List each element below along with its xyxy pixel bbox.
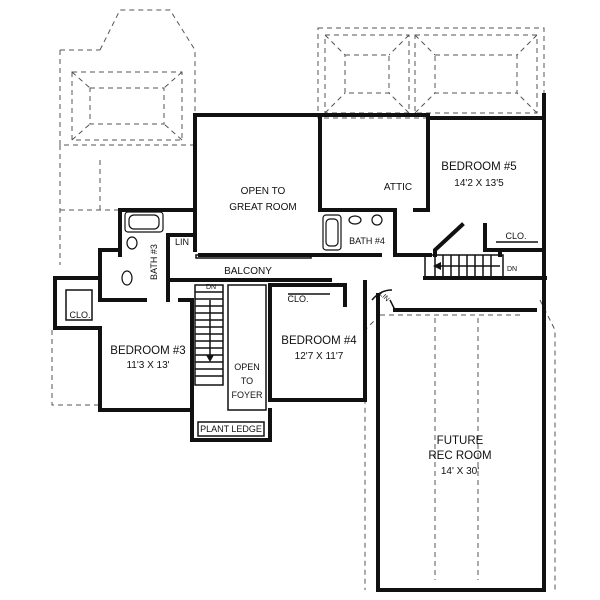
attic-right-wall <box>413 113 430 212</box>
rec-ridge-lines <box>434 318 479 580</box>
bedroom5-closet-label: CLO. <box>505 231 526 241</box>
lin-door-swing <box>371 289 393 301</box>
right-hip-a <box>324 34 410 114</box>
right-hip-b-lines <box>414 34 538 114</box>
foyer-stair <box>194 284 224 386</box>
open-foyer-line3: FOYER <box>231 390 263 400</box>
left-hip-lines <box>71 71 183 141</box>
bedroom4-label: BEDROOM #4 <box>281 335 357 347</box>
right-roof-outline <box>317 27 545 119</box>
plant-ledge-wall <box>190 408 272 442</box>
bedroom3-closet-rod <box>65 289 93 321</box>
details <box>65 241 538 437</box>
bath3-sink <box>121 270 133 286</box>
bath4-walls <box>318 208 397 257</box>
bath4-toilet <box>371 214 383 226</box>
right-hip-b <box>414 34 538 114</box>
left-bottom-outline <box>51 330 98 406</box>
left-hip-inner <box>89 87 165 125</box>
stair-top-angle <box>433 222 465 257</box>
rec-room-line1: FUTURE <box>437 435 484 447</box>
left-roof-lower <box>59 50 195 146</box>
bedroom4-dims: 12'7 X 11'7 <box>295 351 344 362</box>
rear-stair-dn-label: DN <box>507 266 517 273</box>
plant-ledge-box <box>197 421 265 437</box>
open-foyer-line2: TO <box>241 376 253 386</box>
bedroom3-closet-outline <box>53 276 102 330</box>
right-hip-a-inner <box>344 54 390 94</box>
lin-label: LIN <box>175 237 189 247</box>
bath3-toilet <box>126 236 138 250</box>
attic-label: ATTIC <box>384 182 412 193</box>
rear-stair-arrow-head <box>433 262 441 270</box>
foyer-stair-outline <box>194 284 224 386</box>
balcony-rail <box>195 254 312 259</box>
bedroom4-closet-label: CLO. <box>287 294 308 304</box>
bath4-tub-inner <box>325 218 339 247</box>
left-roof-outline <box>99 9 196 115</box>
bedroom4-top-wall <box>268 283 347 307</box>
open-great-room-line1: OPEN TO <box>241 186 286 197</box>
bedroom3-dims: 11'3 X 13' <box>126 360 169 371</box>
bedroom3-left-bottom <box>98 326 194 412</box>
rec-room-line2: REC ROOM <box>428 450 491 462</box>
foyer-stair-treads <box>195 291 223 377</box>
bath3-label: BATH #3 <box>149 244 159 280</box>
bedroom4-left-bottom <box>268 283 367 402</box>
bedroom3-right-wall <box>178 298 194 412</box>
rec-door-jamb <box>389 299 396 311</box>
bedroom3-label: BEDROOM #3 <box>110 345 185 357</box>
rec-room-dims: 14' X 30' <box>441 466 479 477</box>
walls <box>53 93 547 592</box>
rear-stair-outline <box>424 254 504 279</box>
labels: BEDROOM #5 14'2 X 13'5 BEDROOM #3 11'3 X… <box>69 161 526 477</box>
bedroom5-dims: 14'2 X 13'5 <box>454 178 504 189</box>
fixtures <box>121 211 383 286</box>
stair-arrow-head <box>206 355 214 362</box>
bath4-label: BATH #4 <box>349 236 385 246</box>
open-foyer-line1: OPEN <box>234 362 260 372</box>
rear-stair <box>424 254 504 279</box>
right-hip-a-lines <box>324 34 410 114</box>
plant-ledge-label: PLANT LEDGE <box>200 424 262 434</box>
balcony-label: BALCONY <box>224 266 272 277</box>
bath4-sink <box>348 215 362 225</box>
right-hip-b-inner <box>434 54 518 94</box>
bedroom3-closet-label: CLO. <box>69 310 90 320</box>
open-great-room-line2: GREAT ROOM <box>229 202 296 213</box>
left-roof-detail <box>60 160 120 211</box>
left-hip-roof <box>71 71 183 141</box>
bath3-tub-inner <box>128 214 160 230</box>
bedroom5-label: BEDROOM #5 <box>441 161 516 173</box>
foyer-stair-dn-label: DN <box>206 284 216 291</box>
open-foyer-outline <box>227 284 267 411</box>
